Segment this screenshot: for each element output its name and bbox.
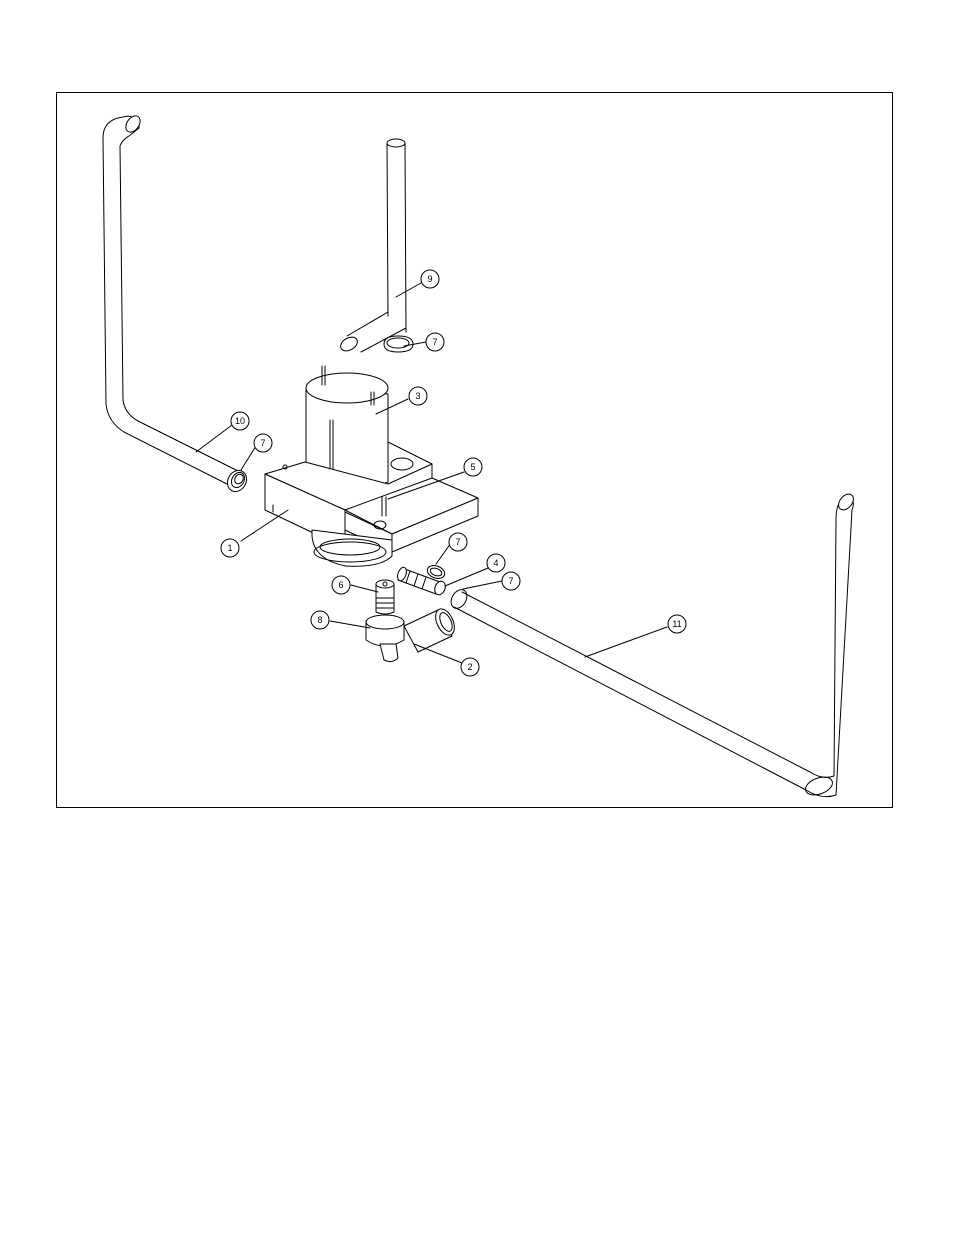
callout-8: 8: [311, 611, 329, 629]
pipe-9: [338, 139, 413, 354]
svg-text:2: 2: [467, 662, 472, 672]
callout-6: 6: [332, 576, 350, 594]
callout-7-tube-10: 7: [254, 434, 272, 452]
callout-11: 11: [668, 615, 686, 633]
svg-text:11: 11: [672, 619, 681, 629]
fitting-7-left: [224, 467, 251, 495]
callout-2: 2: [461, 658, 479, 676]
svg-text:3: 3: [415, 391, 420, 401]
callout-1: 1: [221, 539, 239, 557]
svg-text:9: 9: [427, 274, 432, 284]
callout-7-clamp-mid: 7: [449, 533, 467, 551]
svg-text:1: 1: [227, 543, 232, 553]
callout-7-pipe-9: 7: [426, 333, 444, 351]
svg-text:7: 7: [432, 337, 437, 347]
callout-4: 4: [487, 554, 505, 572]
svg-text:6: 6: [338, 580, 343, 590]
svg-text:10: 10: [235, 416, 245, 426]
tube-11: [448, 491, 856, 798]
callout-9: 9: [421, 270, 439, 288]
callout-3: 3: [409, 387, 427, 405]
svg-text:7: 7: [260, 438, 265, 448]
tube-10: [103, 113, 240, 484]
callout-5: 5: [464, 458, 482, 476]
svg-text:4: 4: [493, 558, 498, 568]
callout-7-tube-11: 7: [502, 572, 520, 590]
elbow-8-2: [366, 606, 458, 662]
nipple-6: [376, 580, 394, 614]
svg-text:7: 7: [455, 537, 460, 547]
callout-10: 10: [231, 412, 249, 430]
svg-text:5: 5: [470, 462, 475, 472]
svg-text:8: 8: [317, 615, 322, 625]
svg-text:7: 7: [508, 576, 513, 586]
